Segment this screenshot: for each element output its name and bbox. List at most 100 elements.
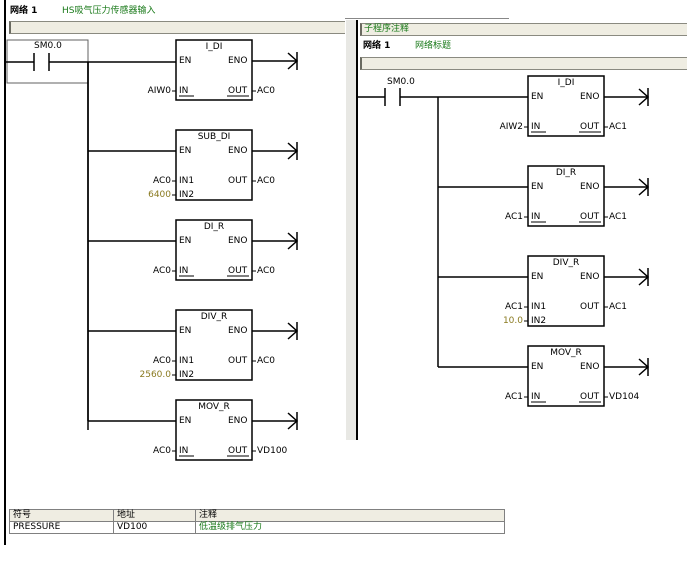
- cell-symbol[interactable]: PRESSURE: [9, 521, 114, 534]
- left-output-operand: AC0: [257, 86, 276, 96]
- right-pin-label-out: OUT: [580, 302, 600, 312]
- left-pin-label-en: EN: [179, 146, 192, 156]
- left-input-operand-in: AC0: [152, 266, 171, 276]
- right-pin-label-out: OUT: [580, 122, 600, 132]
- right-block-title: MOV_R: [550, 348, 582, 358]
- left-pin-label-out: OUT: [228, 446, 248, 456]
- right-block-title: DI_R: [555, 168, 577, 178]
- right-output-operand: AC1: [609, 302, 628, 312]
- right-block-title: DIV_R: [552, 258, 580, 268]
- left-input-operand-in1: AC0: [152, 356, 171, 366]
- left-ladder-diagram: [6, 39, 299, 461]
- left-pin-label-out: OUT: [228, 356, 248, 366]
- right-network-title[interactable]: 网络标题: [415, 41, 452, 51]
- left-block-title: DIV_R: [200, 312, 228, 322]
- right-contact-label: SM0.0: [387, 77, 415, 87]
- right-pin-label-out: OUT: [580, 392, 600, 402]
- left-network-label: 网络 1: [10, 6, 38, 16]
- left-function-block-i_di: [175, 39, 253, 101]
- left-network-title[interactable]: HS吸气压力传感器输入: [62, 6, 156, 16]
- right-network-label: 网络 1: [363, 41, 391, 51]
- right-input-operand-in: AC1: [504, 212, 523, 222]
- left-input-operand-in2: 2560.0: [139, 370, 172, 380]
- right-pin-label-in: IN: [531, 212, 541, 222]
- subroutine-comment: 子程序注释: [364, 24, 410, 34]
- right-function-block-i_di: [527, 75, 605, 137]
- header-symbol: 符号: [9, 509, 114, 522]
- left-input-operand-in: AIW0: [147, 86, 171, 96]
- right-block-title: I_DI: [557, 78, 575, 88]
- left-block-title: SUB_DI: [197, 132, 231, 142]
- right-input-operand-in1: AC1: [504, 302, 523, 312]
- right-input-operand-in: AIW2: [499, 122, 523, 132]
- cell-comment[interactable]: 低温级排气压力: [195, 521, 505, 534]
- left-function-block-div_r: [175, 309, 253, 381]
- left-block-title: I_DI: [205, 42, 223, 52]
- left-pin-label-out: OUT: [228, 176, 248, 186]
- right-pin-label-eno: ENO: [580, 272, 600, 282]
- symbol-table: 符号 地址 注释 PRESSURE VD100 低温级排气压力: [9, 509, 505, 534]
- left-block-title: MOV_R: [198, 402, 230, 412]
- right-function-block-div_r: [527, 255, 605, 327]
- left-pin-label-eno: ENO: [228, 146, 248, 156]
- left-pin-label-in1: IN1: [179, 176, 195, 186]
- right-output-operand: AC1: [609, 122, 628, 132]
- left-output-operand: VD100: [257, 446, 288, 456]
- header-comment: 注释: [195, 509, 505, 522]
- left-pin-label-en: EN: [179, 236, 192, 246]
- left-pin-label-en: EN: [179, 326, 192, 336]
- left-contact-label: SM0.0: [34, 41, 62, 51]
- right-pin-label-en: EN: [531, 272, 544, 282]
- right-output-operand: VD104: [609, 392, 640, 402]
- left-output-operand: AC0: [257, 266, 276, 276]
- left-input-operand-in2: 6400: [148, 190, 171, 200]
- left-input-operand-in: AC0: [152, 446, 171, 456]
- left-pin-label-eno: ENO: [228, 56, 248, 66]
- cell-address[interactable]: VD100: [113, 521, 196, 534]
- left-output-operand: AC0: [257, 356, 276, 366]
- left-pin-label-eno: ENO: [228, 416, 248, 426]
- left-pin-label-eno: ENO: [228, 326, 248, 336]
- right-input-operand-in: AC1: [504, 392, 523, 402]
- right-input-operand-in2: 10.0: [502, 316, 523, 326]
- subroutine-comment-bar[interactable]: [360, 23, 687, 36]
- left-pin-label-out: OUT: [228, 86, 248, 96]
- left-function-block-di_r: [175, 219, 253, 281]
- left-pin-label-in1: IN1: [179, 356, 195, 366]
- right-pin-label-in: IN: [531, 392, 541, 402]
- left-pin-label-out: OUT: [228, 266, 248, 276]
- left-pin-label-in2: IN2: [179, 370, 195, 380]
- right-pin-label-eno: ENO: [580, 182, 600, 192]
- left-input-operand-in1: AC0: [152, 176, 171, 186]
- right-editor-panel: 子程序注释 网络 1 网络标题 SM0.0: [345, 18, 687, 440]
- right-pin-label-eno: ENO: [580, 92, 600, 102]
- right-pin-label-in1: IN1: [531, 302, 547, 312]
- left-pin-label-in2: IN2: [179, 190, 195, 200]
- left-pin-label-eno: ENO: [228, 236, 248, 246]
- right-pin-label-en: EN: [531, 92, 544, 102]
- right-output-operand: AC1: [609, 212, 628, 222]
- symbol-table-row: PRESSURE VD100 低温级排气压力: [9, 521, 505, 534]
- symbol-table-header: 符号 地址 注释: [9, 509, 505, 522]
- right-pin-label-in: IN: [531, 122, 541, 132]
- right-pin-label-in2: IN2: [531, 316, 547, 326]
- right-function-block-mov_r: [527, 345, 605, 407]
- header-address: 地址: [113, 509, 196, 522]
- right-gray-strip: [346, 20, 356, 440]
- left-pin-label-in: IN: [179, 266, 189, 276]
- right-left-rail: [356, 20, 358, 440]
- left-output-operand: AC0: [257, 176, 276, 186]
- left-pin-label-in: IN: [179, 86, 189, 96]
- left-pin-label-in: IN: [179, 446, 189, 456]
- left-outer-rail: [4, 0, 6, 545]
- right-pin-label-out: OUT: [580, 212, 600, 222]
- left-block-title: DI_R: [203, 222, 225, 232]
- right-pin-label-eno: ENO: [580, 362, 600, 372]
- left-function-block-mov_r: [175, 399, 253, 461]
- left-pin-label-en: EN: [179, 56, 192, 66]
- left-pin-label-en: EN: [179, 416, 192, 426]
- right-ladder-diagram: [358, 75, 650, 407]
- right-pin-label-en: EN: [531, 362, 544, 372]
- right-pin-label-en: EN: [531, 182, 544, 192]
- right-network-comment-bar[interactable]: [360, 57, 687, 70]
